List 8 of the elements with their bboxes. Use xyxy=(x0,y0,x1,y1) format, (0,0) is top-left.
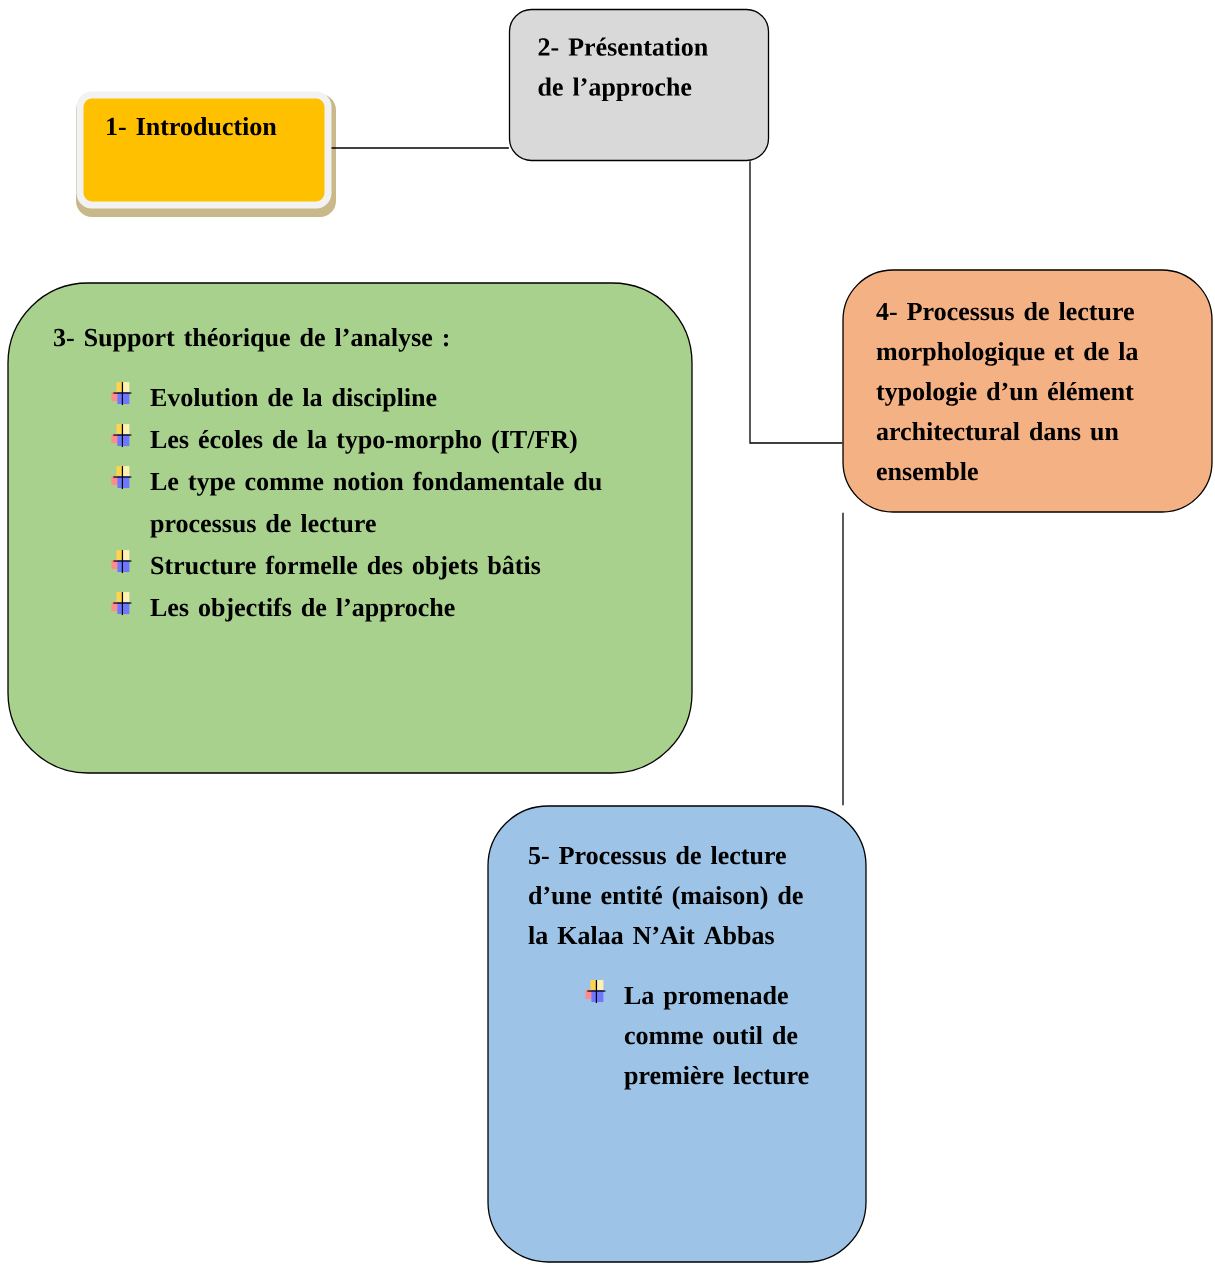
connector-line xyxy=(330,147,510,149)
process-box: 1- Introduction xyxy=(76,91,336,217)
process-box: 2- Présentation de l’approche xyxy=(508,8,770,162)
process-box: 5- Processus de lecture d’une entité (maison) de la Kalaa N’Ait Abbas La promenade comme outil de première lecture xyxy=(487,805,867,1263)
connector-line xyxy=(749,160,843,444)
process-box: 4- Processus de lecture morphologique et de la typologie d’un élément architectural dans un ensemble xyxy=(842,269,1213,513)
connector-line xyxy=(842,512,844,806)
process-box: 3- Support théorique de l’analyse : Evolution de la discipline Les écoles de la typo-morpho (IT/FR) Le type comme notion fondamentale du processus de lecture Structure formelle des objets bâtis Les objectifs de l’approche xyxy=(7,282,693,774)
